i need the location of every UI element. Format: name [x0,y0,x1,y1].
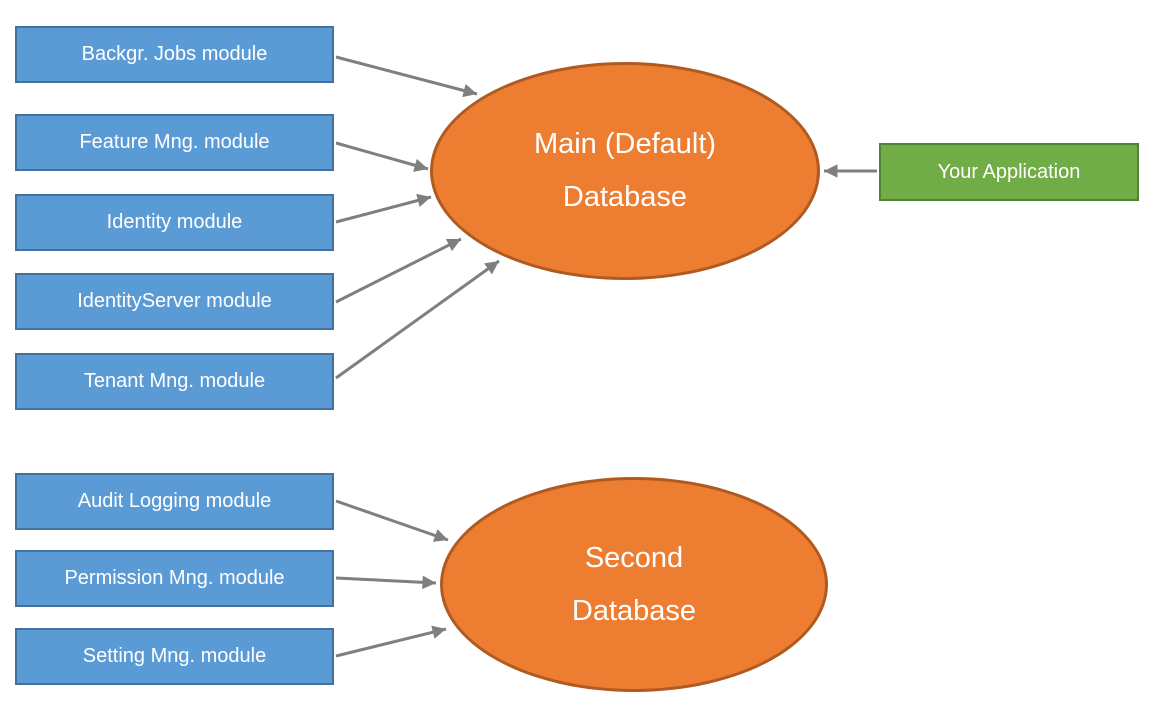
arrow-identity-to-main-db [335,193,432,224]
your-application-box: Your Application [879,143,1139,201]
module-box-audit-logging: Audit Logging module [15,473,334,530]
module-label: Setting Mng. module [82,645,267,667]
module-box-identity: Identity module [15,194,334,251]
module-label: Permission Mng. module [64,567,285,589]
your-application-label: Your Application [937,160,1081,183]
module-label: IdentityServer module [77,290,272,312]
main-database-label-line2: Database [562,181,688,213]
main-database-label-line1: Main (Default) [533,128,717,160]
arrow-setting-mng-to-second-db [335,625,447,658]
module-label: Audit Logging module [77,490,272,512]
second-database-label-line1: Second [584,541,684,574]
main-database-ellipse: Main (Default) Database [430,62,820,280]
module-box-identityserver: IdentityServer module [15,273,334,330]
module-label: Backgr. Jobs module [81,43,268,65]
arrow-permission-mng-to-second-db [335,575,437,590]
module-box-tenant-mng: Tenant Mng. module [15,353,334,410]
arrow-backgr-jobs-to-main-db [335,55,478,98]
arrow-audit-logging-to-second-db [335,499,449,542]
module-box-setting-mng: Setting Mng. module [15,628,334,685]
arrow-feature-mng-to-main-db [335,141,429,172]
second-database-label-line2: Database [571,594,697,627]
second-database-ellipse: Second Database [440,477,828,692]
module-box-feature-mng: Feature Mng. module [15,114,334,171]
module-box-backgr-jobs: Backgr. Jobs module [15,26,334,83]
module-label: Feature Mng. module [79,131,270,153]
module-label: Identity module [106,211,243,233]
arrow-identityserver-to-main-db [335,237,462,304]
module-label: Tenant Mng. module [83,370,266,392]
arrow-tenant-mng-to-main-db [335,259,500,380]
module-box-permission-mng: Permission Mng. module [15,550,334,607]
